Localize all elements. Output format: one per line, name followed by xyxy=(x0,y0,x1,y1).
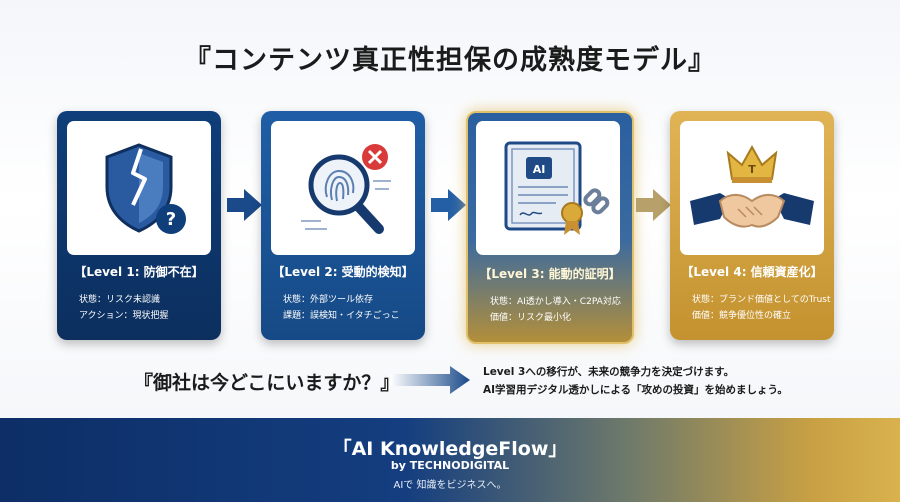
right-arrow-icon xyxy=(390,366,470,394)
footer-band xyxy=(0,418,900,502)
level-4-title: 【Level 4: 信頼資産化】 xyxy=(681,265,823,279)
magnifier-fingerprint-icon xyxy=(301,144,391,234)
level-2-title: 【Level 2: 受動的検知】 xyxy=(272,265,414,279)
level-4-value: 価値：競争優位性の確立 xyxy=(692,311,792,321)
level-3-status: 状態：AI透かし導入・C2PA対応 xyxy=(490,297,621,307)
footer-brand: 「AI KnowledgeFlow」 xyxy=(332,438,568,460)
level-4-image: T xyxy=(680,121,824,255)
level-1-card: ? 【Level 1: 防御不在】 状態：リスク未認識 アクション：現状把握 xyxy=(57,111,221,340)
level-2-image xyxy=(271,121,415,255)
certificate-chain-icon: AI xyxy=(504,141,610,235)
level-4-status: 状態：ブランド価値としてのTrust xyxy=(692,295,831,305)
level-4-icon-text: T xyxy=(748,163,756,176)
level-1-action: アクション：現状把握 xyxy=(79,311,169,321)
level-1-status: 状態：リスク未認識 xyxy=(79,295,161,305)
level-3-value: 価値：リスク最小化 xyxy=(490,313,572,323)
message-line-2: AI学習用デジタル透かしによる「攻めの投資」を始めましょう。 xyxy=(483,384,788,396)
svg-text:?: ? xyxy=(166,209,176,230)
level-1-title: 【Level 1: 防御不在】 xyxy=(74,265,204,279)
message-line-1: Level 3への移行が、未来の競争力を決定づけます。 xyxy=(483,366,735,378)
level-3-image: AI xyxy=(476,121,620,255)
question-text: 『御社は今どこにいますか？』 xyxy=(134,372,400,394)
broken-shield-question-icon: ? xyxy=(105,143,186,234)
level-3-card: AI 【Level 3: 能動的証明】 状態：AI透かし導入・C2PA対応 価値… xyxy=(466,111,634,344)
level-1-image: ? xyxy=(67,121,211,255)
level-2-card: 【Level 2: 受動的検知】 状態：外部ツール依存 課題：誤検知・イタチごっ… xyxy=(261,111,425,340)
footer-by: by TECHNODIGITAL xyxy=(390,459,510,472)
footer-tagline: AIで 知識をビジネスへ。 xyxy=(393,480,507,491)
page-title: 『コンテンツ真正性担保の成熟度モデル』 xyxy=(184,45,716,76)
level-2-issue: 課題：誤検知・イタチごっこ xyxy=(283,311,400,321)
level-2-status: 状態：外部ツール依存 xyxy=(283,295,374,305)
level-3-icon-text: AI xyxy=(533,163,546,176)
level-4-card: T 【Level 4: 信頼資産化】 状態：ブランド価値としてのTrust 価値… xyxy=(670,111,834,340)
level-3-title: 【Level 3: 能動的証明】 xyxy=(479,267,621,281)
crown-handshake-icon: T xyxy=(690,144,814,228)
